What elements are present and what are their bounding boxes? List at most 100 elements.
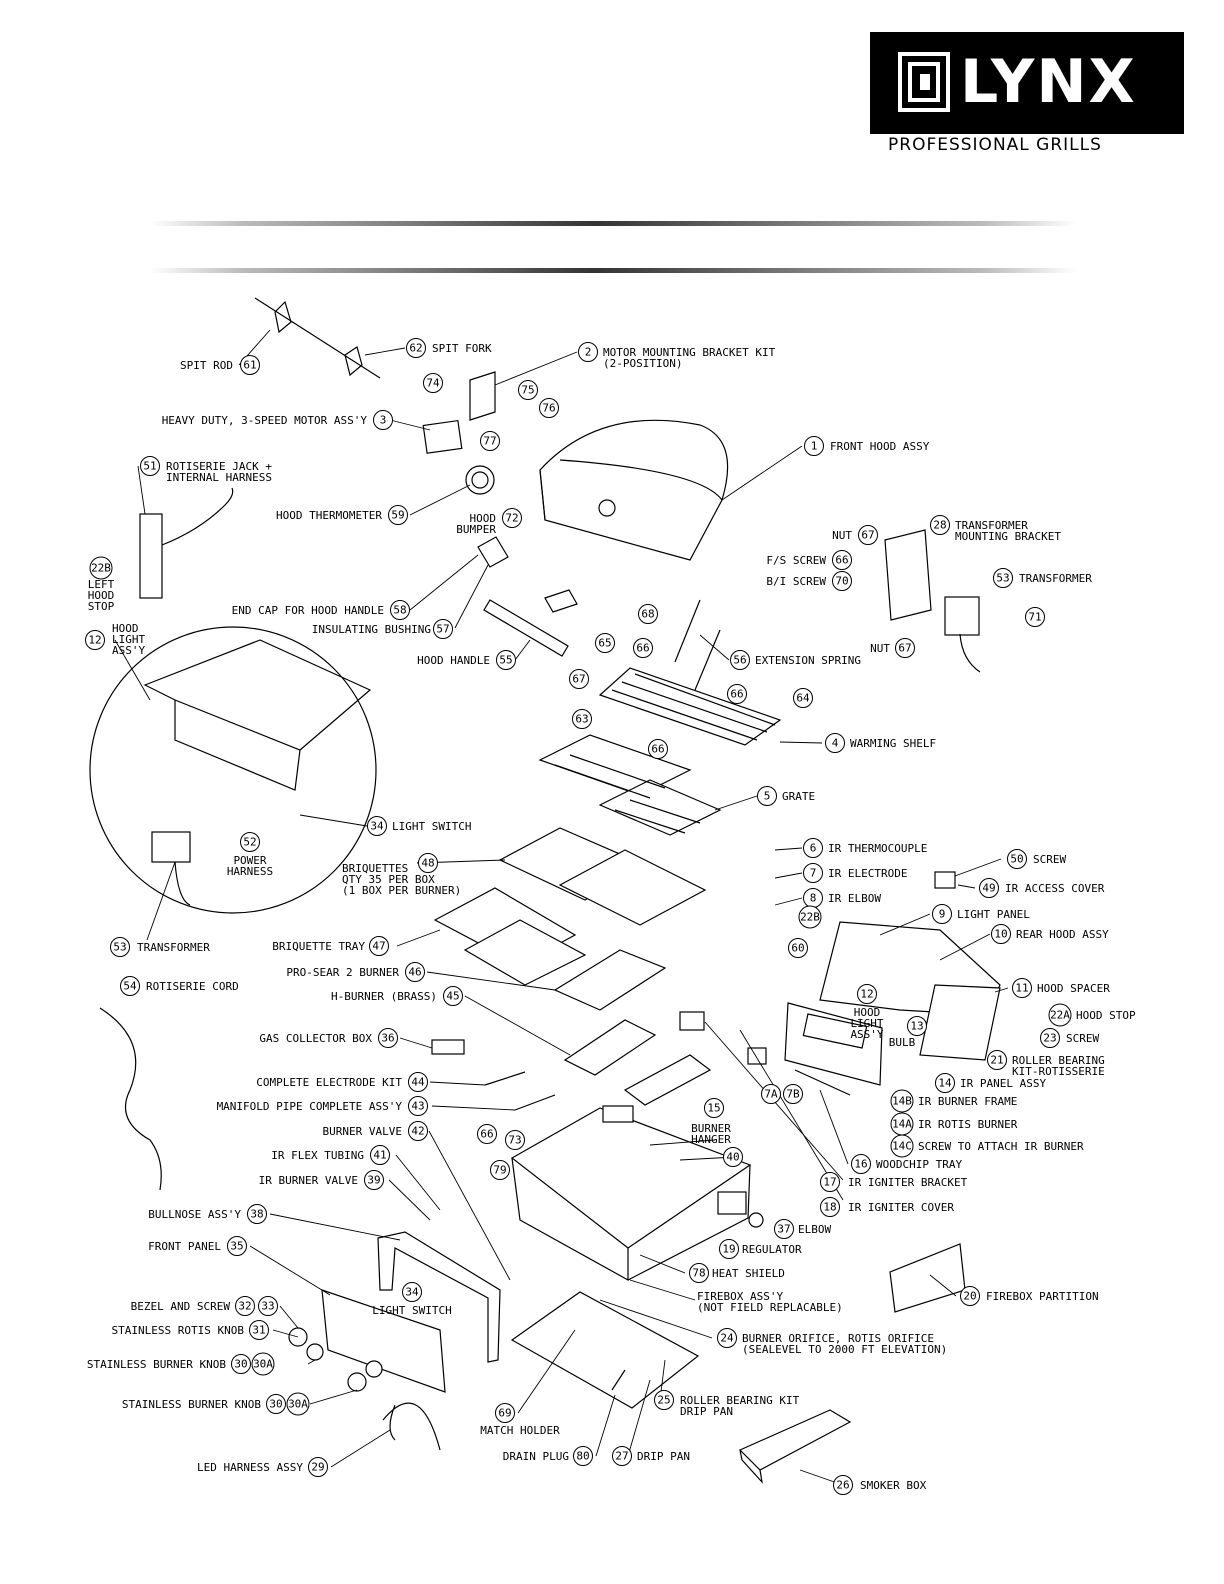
callout-number: 13 [910,1020,923,1033]
callout-circle [654,1390,674,1410]
lynx-logo-mark-icon [898,52,950,112]
callout-circle [286,1392,310,1416]
callout-circle [227,1236,247,1256]
lynx-logo: LYNX [870,32,1184,134]
callout-number: 75 [521,384,534,397]
callout-circle [367,816,387,836]
callout-circle [774,1219,794,1239]
callout-circle [704,1098,724,1118]
callout-label: SPIT FORK [432,342,492,355]
callout-circle [895,638,915,658]
callout-label: WOODCHIP TRAY [876,1158,962,1171]
callout-circle [979,878,999,898]
callout-bubble: 53 [110,937,130,957]
callout-bubble: 27 [612,1446,632,1466]
callout-bubble: 14 [935,1073,955,1093]
callout-circle [719,1239,739,1259]
callout-bubble: 52 [240,832,260,852]
callout-bubble: 72 [502,508,522,528]
callout-circle [249,1320,269,1340]
callout-number: 66 [651,743,664,756]
callout-bubble: 30A [286,1392,310,1416]
callout-circle [757,786,777,806]
callout-bubble: 25 [654,1390,674,1410]
callout-number: 31 [252,1324,265,1337]
callout-number: 7A [764,1088,778,1101]
callout-bubble: 9 [932,904,952,924]
callout-label: END CAP FOR HOOD HANDLE [232,604,384,617]
callout-number: 30A [288,1398,308,1411]
callout-circle [388,505,408,525]
callout-bubble: 48 [418,853,438,873]
callout-number: 50 [1010,853,1023,866]
callout-circle [935,1073,955,1093]
callout-circle [890,1134,914,1158]
callout-number: 71 [1028,611,1041,624]
callout-number: 45 [446,990,459,1003]
callout-circle [730,650,750,670]
callout-circle [1048,1003,1072,1027]
callout-label: IR THERMOCOUPLE [828,842,927,855]
callout-circle [89,556,113,580]
callout-circle [820,1172,840,1192]
callout-label: SPIT ROD [180,359,233,372]
callout-bubble: 30 [231,1354,251,1374]
callout-number: 60 [791,942,804,955]
callout-bubble: 66 [633,638,653,658]
callout-circle [788,938,808,958]
callout-bubble: 53 [993,568,1013,588]
callout-circle [402,1282,422,1302]
callout-bubble: 69 [495,1403,515,1423]
callout-number: 44 [411,1076,425,1089]
callout-bubble: 44 [408,1072,428,1092]
callout-label: LIGHT PANEL [957,908,1030,921]
callout-number: 30 [234,1358,247,1371]
callout-circle [857,984,877,1004]
callout-number: 67 [572,673,585,686]
callout-label: TRANSFORMER [1019,572,1092,585]
callout-number: 10 [994,928,1007,941]
callout-number: 46 [408,966,421,979]
callout-bubble: 79 [490,1160,510,1180]
callout-circle [825,733,845,753]
callout-number: 55 [499,654,512,667]
callout-circle [851,1154,871,1174]
callout-number: 22A [1050,1009,1070,1022]
callout-bubble: 65 [595,633,615,653]
callout-number: 14A [892,1118,912,1131]
callout-number: 66 [730,688,743,701]
callout-number: 19 [722,1243,735,1256]
callout-bubble: 14A [890,1112,914,1136]
callout-number: 12 [860,988,873,1001]
callout-circle [930,515,950,535]
callout-circle [408,1096,428,1116]
callout-circle [832,550,852,570]
callout-circle [793,688,813,708]
callout-bubble: 64 [793,688,813,708]
callout-number: 34 [370,820,384,833]
callout-number: 29 [311,1461,324,1474]
callout-number: 39 [367,1174,380,1187]
callout-label: STAINLESS ROTIS KNOB [112,1324,245,1337]
callout-number: 61 [243,359,256,372]
callout-circle [390,600,410,620]
callout-circle [1012,978,1032,998]
callout-number: 26 [836,1479,849,1492]
callout-bubble: 77 [480,431,500,451]
callout-number: 8 [810,892,817,905]
callout-bubble: 56 [730,650,750,670]
callout-label: IR FLEX TUBING [271,1149,364,1162]
callout-number: 48 [421,857,434,870]
callout-number: 20 [963,1290,976,1303]
callout-bubble: 18 [820,1197,840,1217]
callout-number: 77 [483,435,496,448]
callout-number: 41 [373,1149,386,1162]
callout-bubble: 80 [573,1446,593,1466]
callout-bubble: 76 [539,398,559,418]
callout-bubble: 24 [717,1328,737,1348]
callout-circle [235,1296,255,1316]
callout-circle [832,571,852,591]
